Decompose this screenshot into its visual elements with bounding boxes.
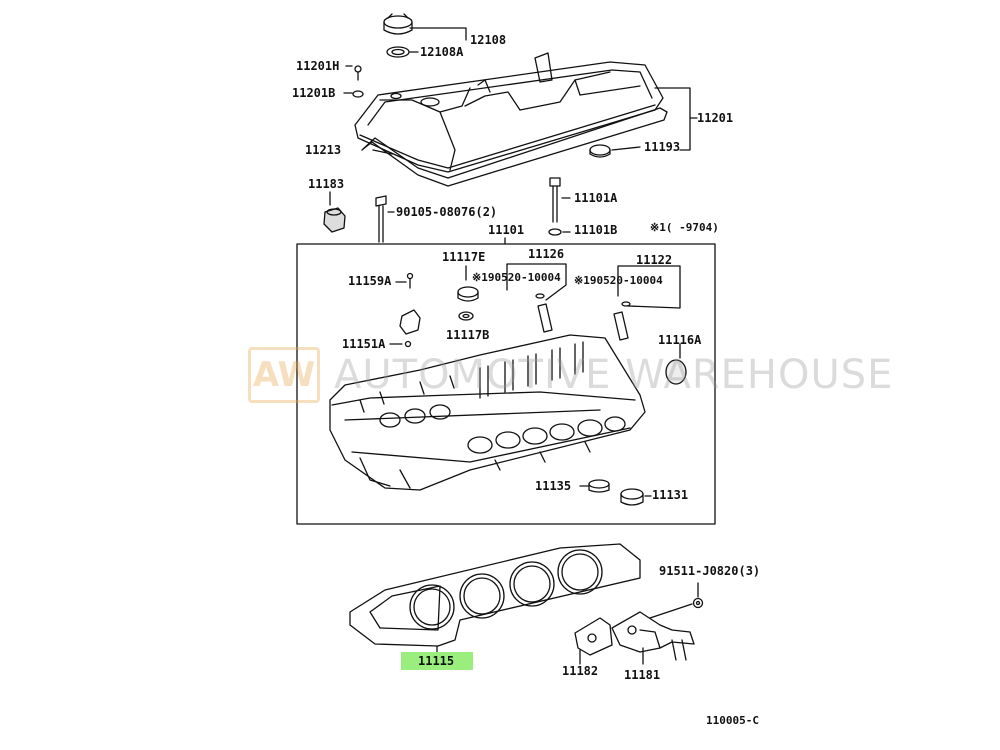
label-11201[interactable]: 11201 [697, 111, 734, 125]
label-90105[interactable]: 90105-08076(2) [396, 205, 498, 219]
leader-11135 [579, 485, 652, 497]
cylinder-head [329, 334, 646, 491]
plug-11116a [665, 359, 687, 385]
label-11193[interactable]: 11193 [644, 140, 681, 154]
part-highlight [401, 652, 473, 670]
head-gasket [349, 543, 641, 647]
label-note-9704: ※1( -9704) [650, 221, 719, 234]
valve-cover [354, 52, 664, 173]
oil-filler-cap [383, 13, 413, 35]
leader-91511 [649, 582, 699, 619]
plug-11135 [588, 479, 610, 493]
label-11117e[interactable]: 11117E [442, 250, 486, 264]
label-90520-right[interactable]: ※190520-10004 [574, 274, 663, 287]
leader-11213 [372, 149, 393, 155]
label-11101a[interactable]: 11101A [574, 191, 618, 205]
valve-cover-gasket [361, 107, 668, 187]
label-11117b[interactable]: 11117B [446, 328, 490, 342]
grommet-11183 [323, 207, 346, 233]
valve-guide-right [613, 301, 631, 341]
water-outlet-11181 [611, 611, 695, 661]
leader-12108 [409, 27, 467, 53]
leader-11101a [561, 197, 571, 233]
plug-11131 [620, 488, 644, 506]
label-91511[interactable]: 91511-J0820(3) [659, 564, 761, 578]
label-11135[interactable]: 11135 [535, 479, 572, 493]
label-11101[interactable]: 11101 [488, 223, 525, 237]
label-11201h[interactable]: 11201H [296, 59, 340, 73]
label-11126[interactable]: 11126 [528, 247, 565, 261]
label-11183[interactable]: 11183 [308, 177, 345, 191]
valve-stem-11117e [457, 265, 479, 302]
seal-11117b [458, 311, 474, 321]
label-11181[interactable]: 11181 [624, 668, 661, 682]
bolt-11159a [406, 272, 414, 289]
leader-11201 [654, 87, 698, 151]
leader-11182 [579, 647, 644, 665]
bolt-90105 [375, 195, 387, 243]
leader-11122 [617, 265, 681, 309]
bolt-11201h [354, 65, 362, 81]
label-11131[interactable]: 11131 [652, 488, 689, 502]
valve-guide-left [535, 293, 553, 333]
bolt-11101a [549, 177, 561, 223]
bracket-11159a [399, 309, 421, 335]
plug-11151a [404, 340, 412, 348]
cylinder-head-group-box [296, 243, 716, 525]
cap-gasket [386, 46, 410, 58]
label-12108a[interactable]: 12108A [420, 45, 464, 59]
nut-91511 [692, 597, 704, 609]
gasket-11182 [574, 617, 613, 656]
label-11201b[interactable]: 11201B [292, 86, 336, 100]
plug-seal-11193 [589, 144, 611, 158]
label-90520-left[interactable]: ※190520-10004 [472, 271, 561, 284]
washer-11101b [548, 228, 562, 236]
label-11122[interactable]: 11122 [636, 253, 673, 267]
leader-11126 [506, 263, 567, 301]
label-11213[interactable]: 11213 [305, 143, 342, 157]
label-12108[interactable]: 12108 [470, 33, 507, 47]
label-11151a[interactable]: 11151A [342, 337, 386, 351]
label-11182[interactable]: 11182 [562, 664, 599, 678]
label-11159a[interactable]: 11159A [348, 274, 392, 288]
label-11115[interactable]: 11115 [418, 654, 455, 668]
diagram-reference: 110005-C [706, 714, 759, 727]
leader-11193 [611, 146, 641, 151]
label-11101b[interactable]: 11101B [574, 223, 618, 237]
washer-11201b [352, 90, 364, 98]
label-11116a[interactable]: 11116A [658, 333, 702, 347]
